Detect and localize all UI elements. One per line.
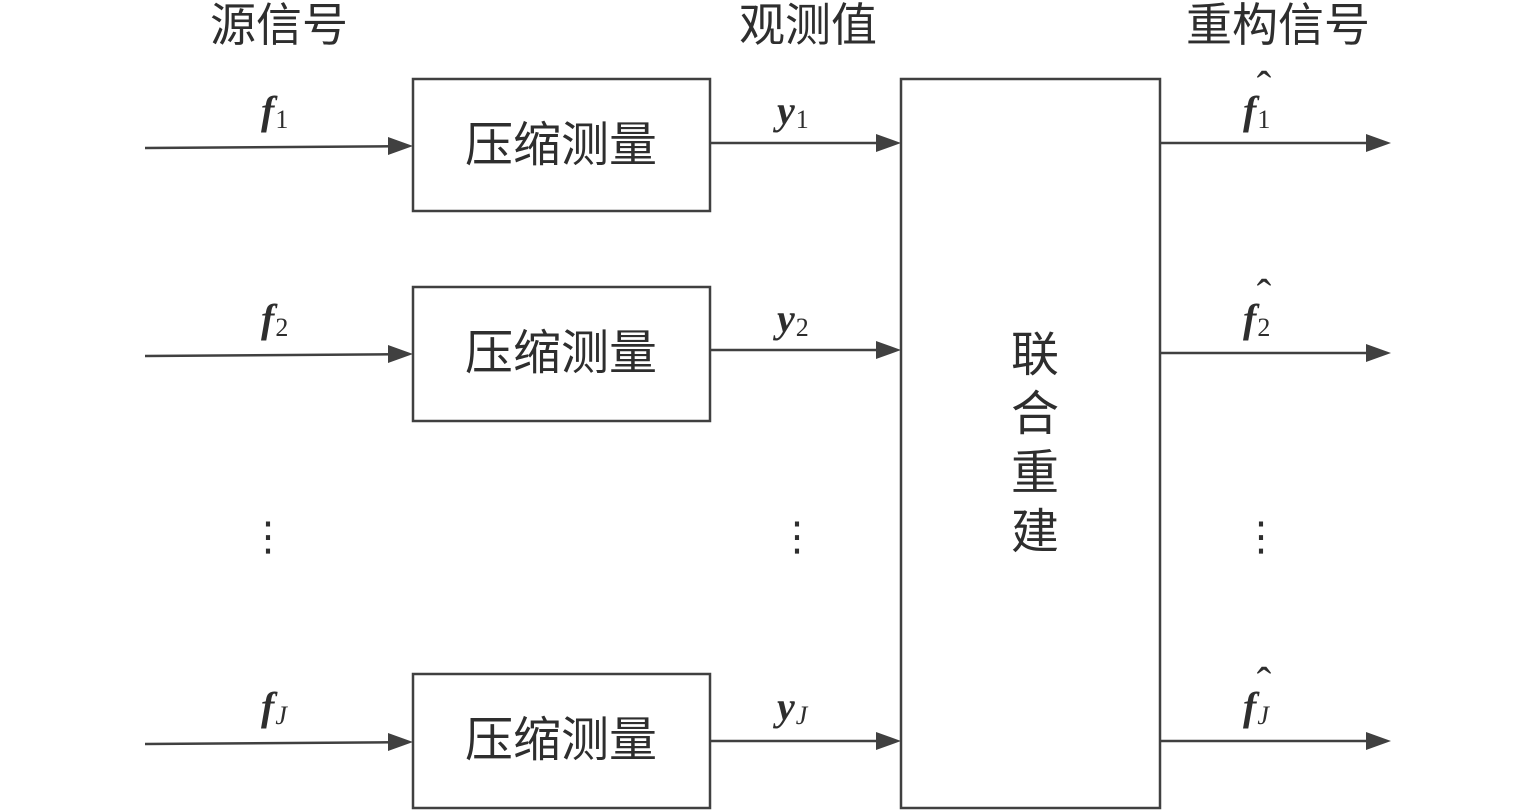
input-label-1: f1 [261,88,288,134]
measurement-subscript: J [796,701,809,730]
hat-accent: ˆ [1257,63,1272,112]
arrowhead [1366,732,1391,750]
output-symbol: f [1243,296,1260,341]
output-arrow-1 [1160,134,1391,152]
output-label-text: f1 [1243,88,1270,134]
hat-accent: ˆ [1257,659,1272,708]
output-subscript: J [1257,701,1270,730]
joint-reconstruction-box [899,77,1162,810]
measurement-arrow-2 [710,341,901,359]
input-ellipsis: ⋮ [248,514,288,560]
measurement-subscript: 1 [796,105,809,134]
output-label-1: ˆ f1 [1243,63,1272,134]
output-label-j: ˆ fJ [1243,659,1272,730]
arrowhead [388,137,413,155]
arrow-shaft [144,741,393,746]
header-observation: 观测值 [739,0,877,52]
header-source-signal: 源信号 [210,0,348,52]
output-symbol: f [1243,88,1260,133]
arrowhead [876,134,901,152]
arrowhead [1366,344,1391,362]
measurement-label-2: y2 [773,296,809,342]
compressed-measurement-box-2 [411,285,712,423]
output-label-text: fJ [1243,684,1270,730]
output-arrow-2 [1160,344,1391,362]
arrow-shaft [144,353,393,358]
output-subscript: 2 [1257,313,1270,342]
input-arrow-1 [144,137,413,155]
input-arrow-2 [144,345,413,363]
input-arrow-j [144,733,413,751]
measurement-arrow-j [710,732,901,750]
input-symbol: f [261,684,278,729]
compressed-measurement-label-1: 压缩测量 [464,117,658,173]
input-symbol: f [261,88,278,133]
compressed-measurement-box-1 [411,77,712,213]
input-subscript: 2 [275,313,288,342]
measurement-subscript: 2 [796,313,809,342]
measurement-label-1: y1 [773,88,809,134]
arrowhead [388,345,413,363]
measurement-label-j: yJ [773,684,809,730]
output-symbol: f [1243,684,1260,729]
output-arrow-j [1160,732,1391,750]
input-label-2: f2 [261,296,288,342]
input-symbol: f [261,296,278,341]
input-subscript: J [275,701,288,730]
compressed-measurement-label-2: 压缩测量 [464,325,658,381]
measurement-symbol: y [773,296,795,341]
arrowhead [388,733,413,751]
header-reconstructed-signal: 重构信号 [1186,0,1370,52]
arrowhead [1366,134,1391,152]
measurement-symbol: y [773,88,795,133]
output-subscript: 1 [1257,105,1270,134]
measurement-symbol: y [773,684,795,729]
joint-reconstruction-label: 联合重建 [1002,329,1058,565]
measurement-ellipsis: ⋮ [777,514,817,560]
output-label-2: ˆ f2 [1243,271,1272,342]
compressed-measurement-label-j: 压缩测量 [464,712,658,768]
hat-accent: ˆ [1257,271,1272,320]
measurement-arrow-1 [710,134,901,152]
arrowhead [876,732,901,750]
arrowhead [876,341,901,359]
arrow-shaft [144,145,393,150]
input-label-j: fJ [261,684,288,730]
input-subscript: 1 [275,105,288,134]
output-ellipsis: ⋮ [1241,514,1281,560]
output-label-text: f2 [1243,296,1270,342]
